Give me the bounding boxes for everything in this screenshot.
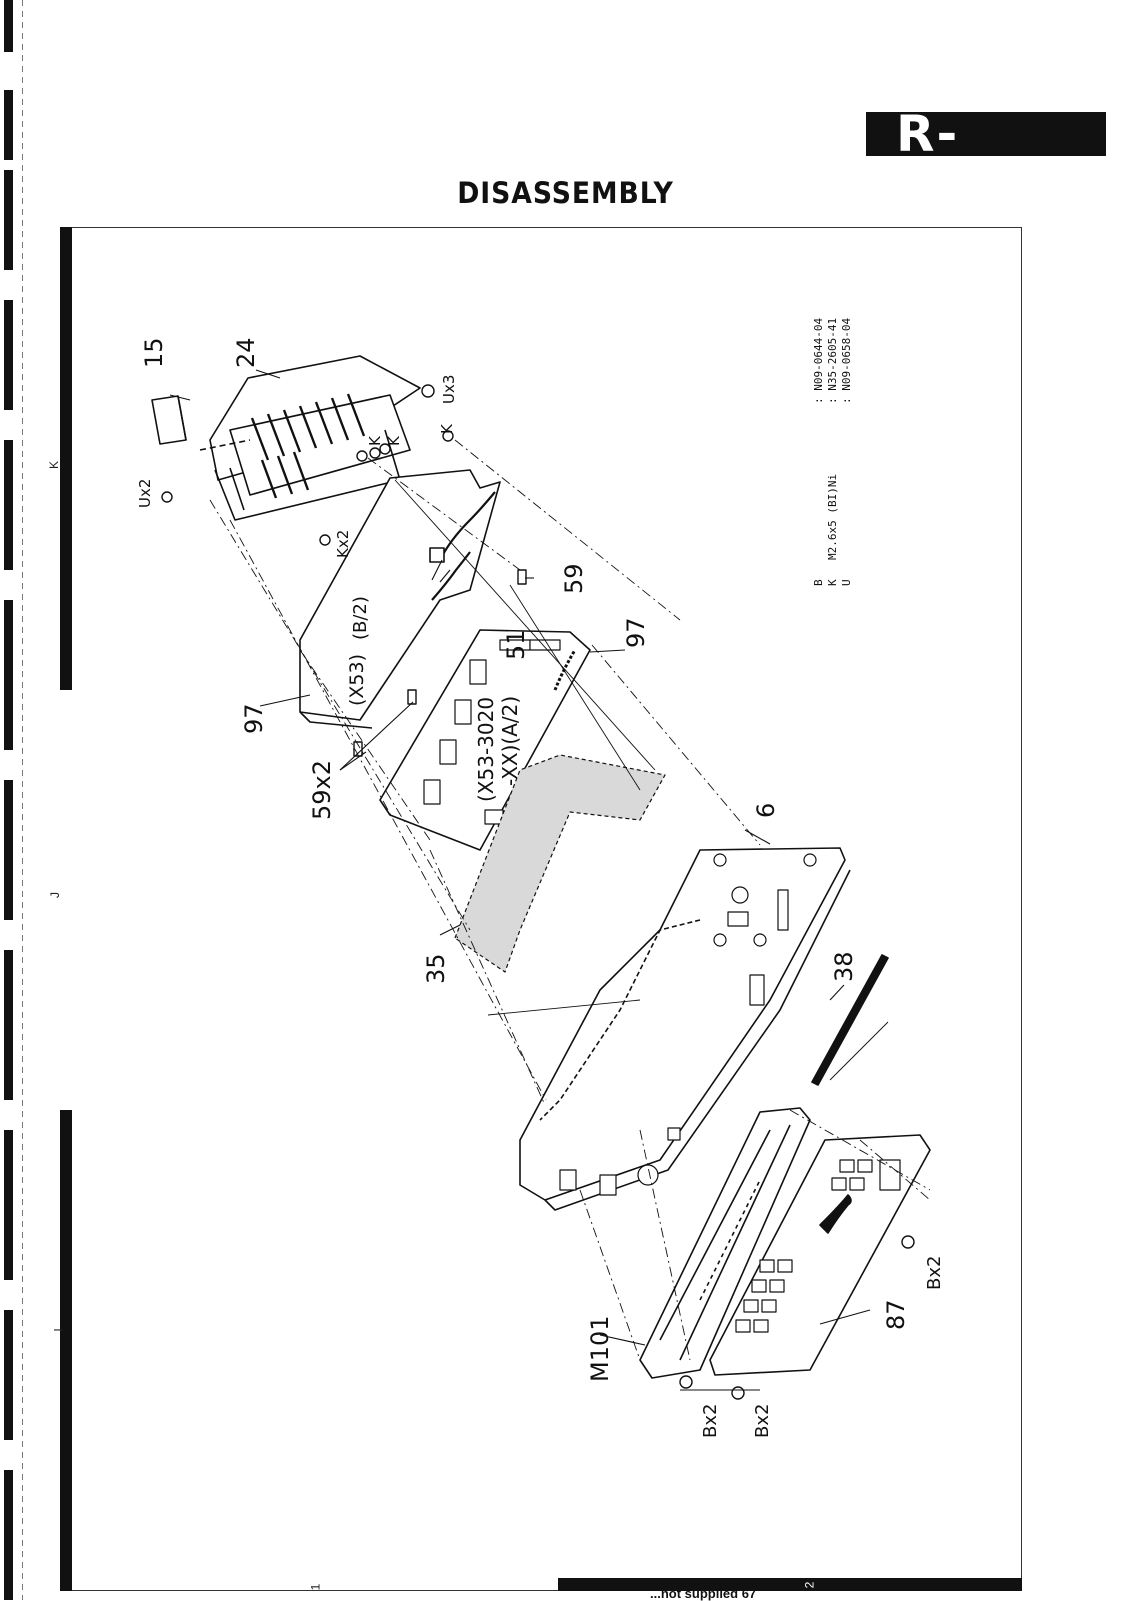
edge-mark: [4, 1470, 13, 1600]
callout-59: 59: [560, 563, 588, 594]
callout-35: 35: [422, 953, 450, 984]
label-card-15: [151, 395, 187, 445]
callout-x53-3020: (X53-3020: [474, 696, 498, 802]
edge-mark: [4, 950, 13, 1100]
callout-bx2-center: Bx2: [752, 1403, 773, 1438]
callout-ux3: Ux3: [440, 374, 458, 404]
callout-kx2: Kx2: [334, 529, 352, 558]
legend-key-b: B: [812, 579, 825, 586]
frame-bottom-black: [558, 1578, 1022, 1591]
display-board-87: [709, 1134, 931, 1376]
legend-key-k: K: [826, 579, 839, 586]
edge-mark: [4, 600, 13, 750]
model-badge: R-5000: [866, 112, 1106, 156]
screws: [161, 384, 915, 1400]
thin-guides: [394, 479, 889, 1391]
edge-mark: [4, 170, 13, 270]
binding-edge: [0, 0, 30, 1600]
edge-mark: [4, 90, 13, 160]
pcb-x53-3020-a2: [379, 629, 591, 851]
strip-38: [811, 954, 889, 1086]
legend-desc-k: M2.6x5 (BI)Ni: [826, 473, 839, 560]
callout-k-2: K: [385, 436, 403, 446]
callout-97-right: 97: [622, 617, 650, 648]
frame-left-gap: [60, 690, 72, 1110]
legend-code-k: : N35-2605-41: [826, 317, 839, 404]
chassis-6: [519, 847, 851, 1211]
callout-97-left: 97: [240, 703, 268, 734]
callout-k-1: K: [366, 436, 384, 446]
edge-mark: [4, 0, 13, 52]
footer-note: ...not supplied 67: [650, 1586, 757, 1601]
callout-b2: (B/2): [350, 596, 371, 640]
callout-6: 6: [752, 802, 780, 818]
callout-51: 51: [502, 629, 530, 660]
top-cover-24: [199, 355, 421, 521]
legend-key-u: U: [840, 579, 853, 586]
callout-ux2: Ux2: [136, 478, 154, 508]
edge-mark: [4, 300, 13, 410]
leader-lines: [169, 369, 871, 1346]
callout-bx2-left: Bx2: [700, 1403, 721, 1438]
callout-xx-a2: -XX)(A/2): [498, 695, 522, 786]
pcb-x53-b2: [299, 469, 501, 729]
callout-bx2-right: Bx2: [924, 1255, 945, 1290]
callout-38: 38: [830, 951, 858, 982]
edge-mark: [4, 1310, 13, 1440]
edge-mark: [4, 1130, 13, 1280]
frame-bottom-bar: [60, 1578, 1022, 1591]
page-title: DISASSEMBLY: [457, 176, 674, 210]
shield-sheet-35: [454, 754, 666, 973]
edge-mark: [4, 780, 13, 920]
legend-code-u: : N09-0658-04: [840, 317, 853, 404]
front-panel-m101: [639, 1107, 811, 1379]
callout-m101: M101: [586, 1315, 614, 1382]
legend-code-b: : N09-0644-04: [812, 317, 825, 404]
callout-24: 24: [232, 337, 260, 368]
callout-59x2: 59x2: [308, 759, 336, 820]
edge-dashed-line: [22, 0, 23, 1600]
callout-87: 87: [882, 1299, 910, 1330]
guide-lines: [209, 439, 931, 1361]
callout-15: 15: [140, 337, 168, 368]
callout-k-3: K: [438, 424, 456, 434]
callout-x53: (X53): [346, 653, 368, 706]
edge-mark: [4, 440, 13, 570]
